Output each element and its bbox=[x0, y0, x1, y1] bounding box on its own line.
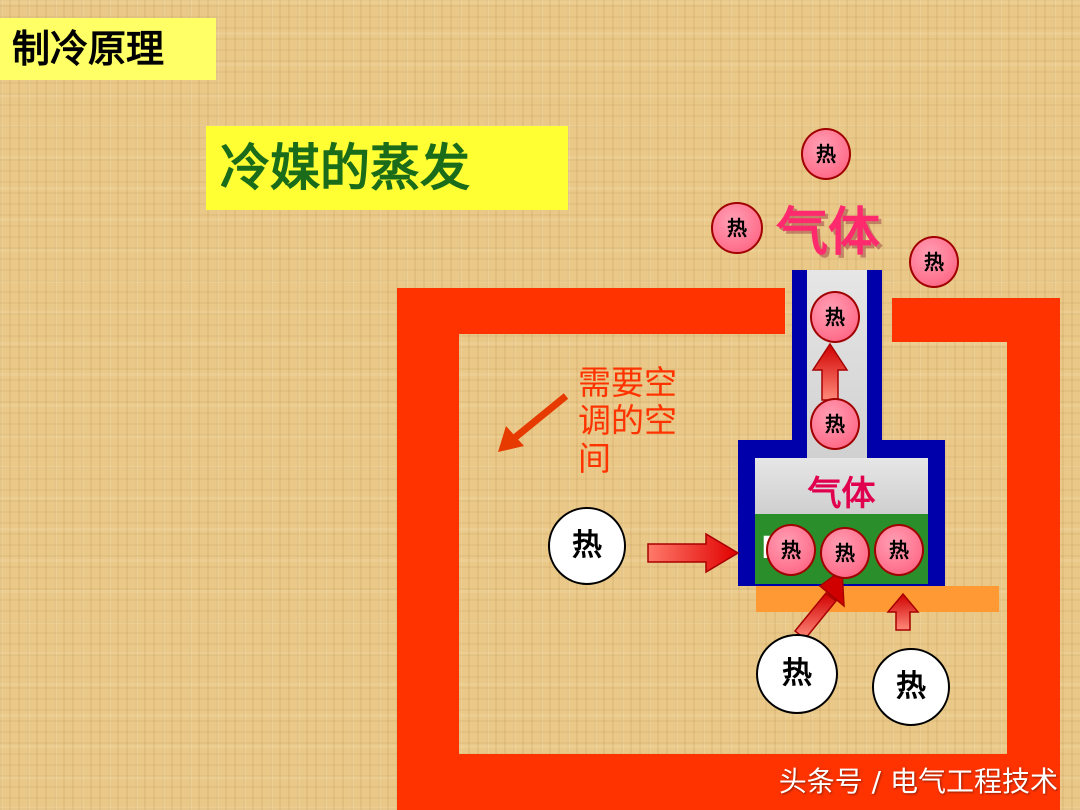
gas-label-top: 气体 bbox=[776, 203, 881, 263]
pipe-up-arrow bbox=[811, 342, 849, 401]
room-wall-bottom bbox=[397, 754, 1060, 810]
room-note-line-2: 调的空 bbox=[578, 401, 677, 440]
heat-in-arrow bbox=[647, 532, 740, 574]
heat-ball-pink: 热 bbox=[711, 202, 763, 254]
room-pointer-arrow bbox=[498, 393, 569, 452]
room-wall-left bbox=[397, 288, 459, 810]
room-note-line-1: 需要空 bbox=[578, 363, 677, 402]
heat-ball-white: 热 bbox=[872, 648, 950, 726]
heat-ball-pink: 热 bbox=[820, 527, 870, 579]
heat-ball-pink: 热 bbox=[766, 524, 816, 576]
watermark: 头条号 / 电气工程技术 bbox=[778, 765, 1058, 798]
section-title: 冷媒的蒸发 bbox=[206, 126, 568, 210]
room-wall-right bbox=[1007, 298, 1060, 810]
heat-ball-white: 热 bbox=[756, 634, 838, 714]
heat-ball-pink: 热 bbox=[874, 524, 924, 576]
slide-label: 制冷原理 bbox=[0, 18, 216, 80]
room-wall-top-left bbox=[397, 288, 785, 334]
heater-plate bbox=[756, 586, 999, 612]
vessel-gas-label: 气体 bbox=[807, 474, 876, 514]
heat-ball-pink: 热 bbox=[810, 291, 860, 343]
heat-ball-pink: 热 bbox=[909, 236, 959, 288]
room-note: 需要空 调的空 间 bbox=[578, 364, 677, 478]
heat-up-arrow bbox=[886, 592, 920, 631]
heat-ball-pink: 热 bbox=[801, 128, 851, 180]
heat-ball-white: 热 bbox=[548, 507, 626, 585]
heat-diagonal-arrow bbox=[793, 568, 845, 641]
heat-ball-pink: 热 bbox=[810, 398, 860, 450]
vessel-gas-space bbox=[755, 458, 928, 514]
room-note-line-3: 间 bbox=[578, 439, 611, 478]
